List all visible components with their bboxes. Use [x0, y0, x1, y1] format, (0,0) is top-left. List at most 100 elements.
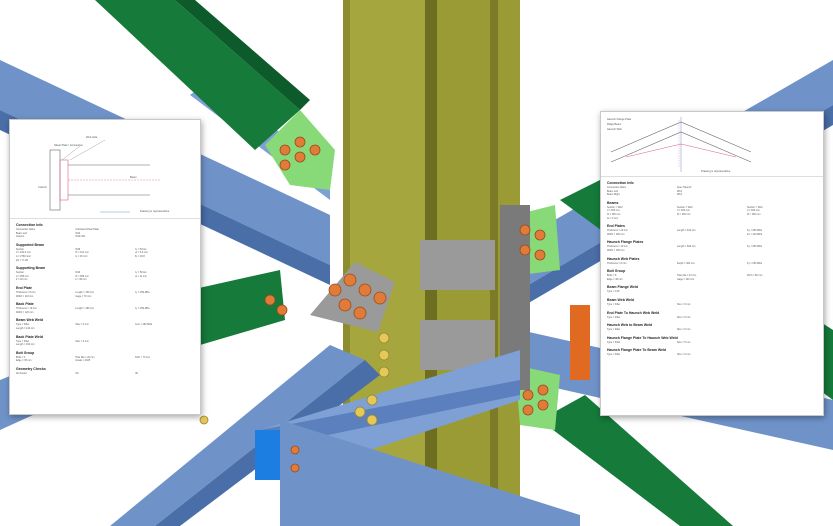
- report-cell: Size = 6 mm: [677, 353, 691, 357]
- report-cell: [75, 327, 134, 331]
- report-cell: Type = Fillet: [607, 353, 620, 357]
- report-cell: Fy = 250 MPa: [747, 229, 762, 233]
- report-cell: Thickness = 8 mm: [16, 290, 36, 294]
- report-cell: Ix = 15.4 in⁴: [75, 254, 89, 258]
- report-cell: tw = 6 mm: [607, 216, 619, 220]
- report-cell: d = 303 mm: [607, 209, 620, 213]
- report-sketch: Haunch Flange Plate Ridge Beam Haunch We…: [601, 112, 823, 177]
- report-cell: Connection Name: [607, 186, 627, 189]
- report-cell: Size = 6 mm: [677, 302, 691, 306]
- report-cell: [135, 311, 194, 315]
- report-cell: Width = 110 mm: [16, 294, 34, 298]
- report-row: φV = 71 kN: [16, 259, 194, 263]
- report-cell: Hole Dia = 24 mm: [677, 274, 697, 278]
- report-cell: [677, 290, 747, 294]
- report-section-title: Haunch Flange Plate To Beam Weld: [607, 348, 667, 353]
- report-cell: [135, 235, 194, 239]
- report-cell: [747, 303, 817, 307]
- report-row: Thickness = 8 mm Length = 150 mm Fy = 250 …: [16, 291, 194, 295]
- report-cell: Fy = 250 MPa: [747, 245, 762, 249]
- report-cell: bf = 165 mm: [607, 212, 621, 216]
- report-row: Width = 165 mm: [607, 249, 817, 253]
- nut-icon: [199, 332, 390, 426]
- report-section-title: Haunch Flange Plate To Haunch Web Weld: [607, 335, 678, 340]
- sketch-label: Column: [38, 186, 47, 189]
- report-cell: Length = 150 mm: [75, 290, 95, 294]
- report-cell: bf = 165 mm: [677, 212, 691, 216]
- report-cell: Thickness = 8 mm: [607, 261, 627, 265]
- report-cell: [75, 343, 134, 347]
- report-cell: Bolts = 8: [607, 274, 617, 278]
- report-cell: Pitch = 80 mm: [747, 274, 763, 278]
- report-cell: tw = 11 mm: [134, 274, 147, 278]
- report-cell: Pitch = 70 mm: [134, 355, 151, 359]
- report-cell: Type = CJP: [607, 290, 620, 294]
- report-cell: A = 2760 mm²: [16, 254, 31, 258]
- report-cell: Section: [16, 271, 24, 275]
- report-cell: Fy = 250 MPa: [134, 290, 150, 294]
- report-cell: [747, 316, 817, 320]
- report-cell: tw = 6.6 mm: [134, 251, 148, 255]
- report-cell: [747, 217, 817, 221]
- connection-report-right[interactable]: Haunch Flange Plate Ridge Beam Haunch We…: [600, 111, 824, 416]
- connection-report-left[interactable]: Web Hole Shear Plate / Connection Column…: [9, 119, 201, 415]
- report-cell: [135, 359, 194, 363]
- report-cell: Thickness = 10 mm: [16, 307, 37, 311]
- report-cell: Fu = 410 MPa: [747, 232, 763, 236]
- sketch-label: Web Hole: [86, 136, 98, 139]
- report-cell: W14×211: [75, 235, 86, 239]
- sketch-label: Haunch Web: [607, 128, 622, 131]
- report-cell: φV = 71 kN: [16, 258, 29, 262]
- report-cell: [135, 343, 194, 347]
- report-cell: Fy = 50 ksi: [134, 247, 147, 251]
- report-section-title: Supported Beam: [16, 242, 45, 247]
- i-beam-icon: [110, 305, 590, 526]
- report-cell: [135, 295, 194, 299]
- report-cell: [135, 327, 194, 331]
- report-cell: Length = 140 mm: [16, 326, 35, 330]
- report-cell: OK: [75, 371, 79, 375]
- report-section-title: Geometry Checks: [16, 366, 46, 371]
- sketch-label: Beam: [130, 176, 137, 179]
- report-cell: Thickness = 20 mm: [607, 229, 628, 233]
- report-cell: Connection Name: [16, 228, 36, 231]
- report-cell: OK: [134, 371, 139, 375]
- report-row: Type = Fillet Size = 6 mm: [607, 353, 817, 357]
- report-cell: [747, 290, 817, 294]
- shear-plate-sketch-icon: [49, 139, 160, 213]
- report-cell: Beam Left: [607, 189, 618, 193]
- report-cell: [747, 341, 817, 345]
- report-section-title: Haunch Flange Plates: [607, 240, 644, 245]
- report-cell: Bolts = 4: [16, 355, 26, 359]
- report-section-title: End Plate To Haunch Web Weld: [607, 310, 660, 315]
- report-row: Width = 120 mm: [16, 311, 194, 315]
- sketch-caption: Drawing is representative: [140, 210, 170, 213]
- report-section-title: Supporting Beam: [16, 266, 46, 271]
- report-cell: [747, 353, 817, 357]
- report-row: Length = 140 mm: [16, 327, 194, 331]
- report-row: Length = 160 mm: [16, 343, 194, 347]
- sketch-label: Shear Plate / Connection: [54, 144, 83, 147]
